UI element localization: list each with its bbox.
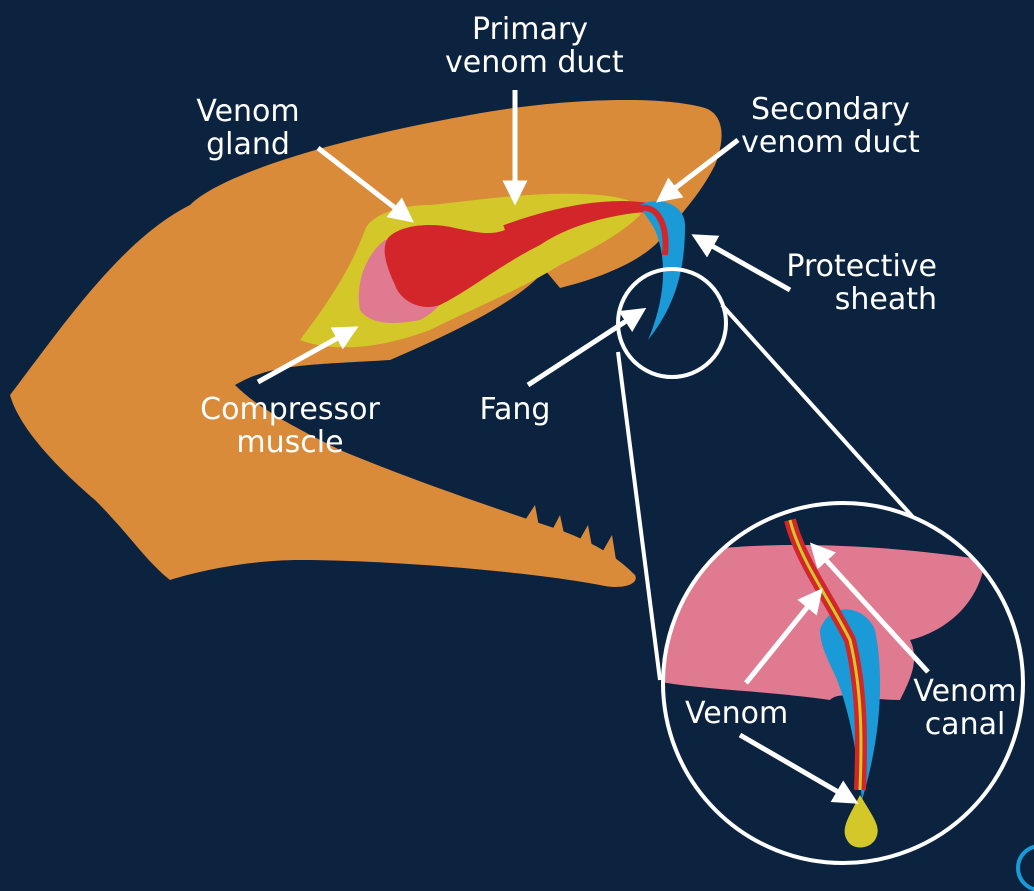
label-primary-venom-duct: Primary venom duct xyxy=(445,13,615,79)
label-venom: Venom xyxy=(685,697,795,730)
label-compressor-muscle: Compressor muscle xyxy=(190,393,390,459)
label-secondary-venom-duct: Secondary venom duct xyxy=(738,93,923,159)
label-venom-canal: Venom canal xyxy=(910,675,1020,741)
label-protective-sheath: Protective sheath xyxy=(772,250,937,316)
label-venom-text: Venom xyxy=(685,697,795,730)
label-fang-text: Fang xyxy=(470,393,560,426)
corner-badge-icon xyxy=(1018,846,1034,890)
label-sheath-line2: sheath xyxy=(772,283,937,316)
label-compressor-line2: muscle xyxy=(190,426,390,459)
label-venom-gland: Venom gland xyxy=(188,95,308,161)
label-compressor-line1: Compressor xyxy=(190,393,390,426)
label-primary-line1: Primary xyxy=(445,13,615,46)
label-canal-line2: canal xyxy=(910,708,1020,741)
label-secondary-line2: venom duct xyxy=(738,126,923,159)
label-fang: Fang xyxy=(470,393,560,426)
label-gland-line2: gland xyxy=(188,128,308,161)
zoom-line-left xyxy=(618,352,660,680)
label-gland-line1: Venom xyxy=(188,95,308,128)
label-sheath-line1: Protective xyxy=(772,250,937,283)
label-canal-line1: Venom xyxy=(910,675,1020,708)
label-secondary-line1: Secondary xyxy=(738,93,923,126)
label-primary-line2: venom duct xyxy=(445,46,615,79)
